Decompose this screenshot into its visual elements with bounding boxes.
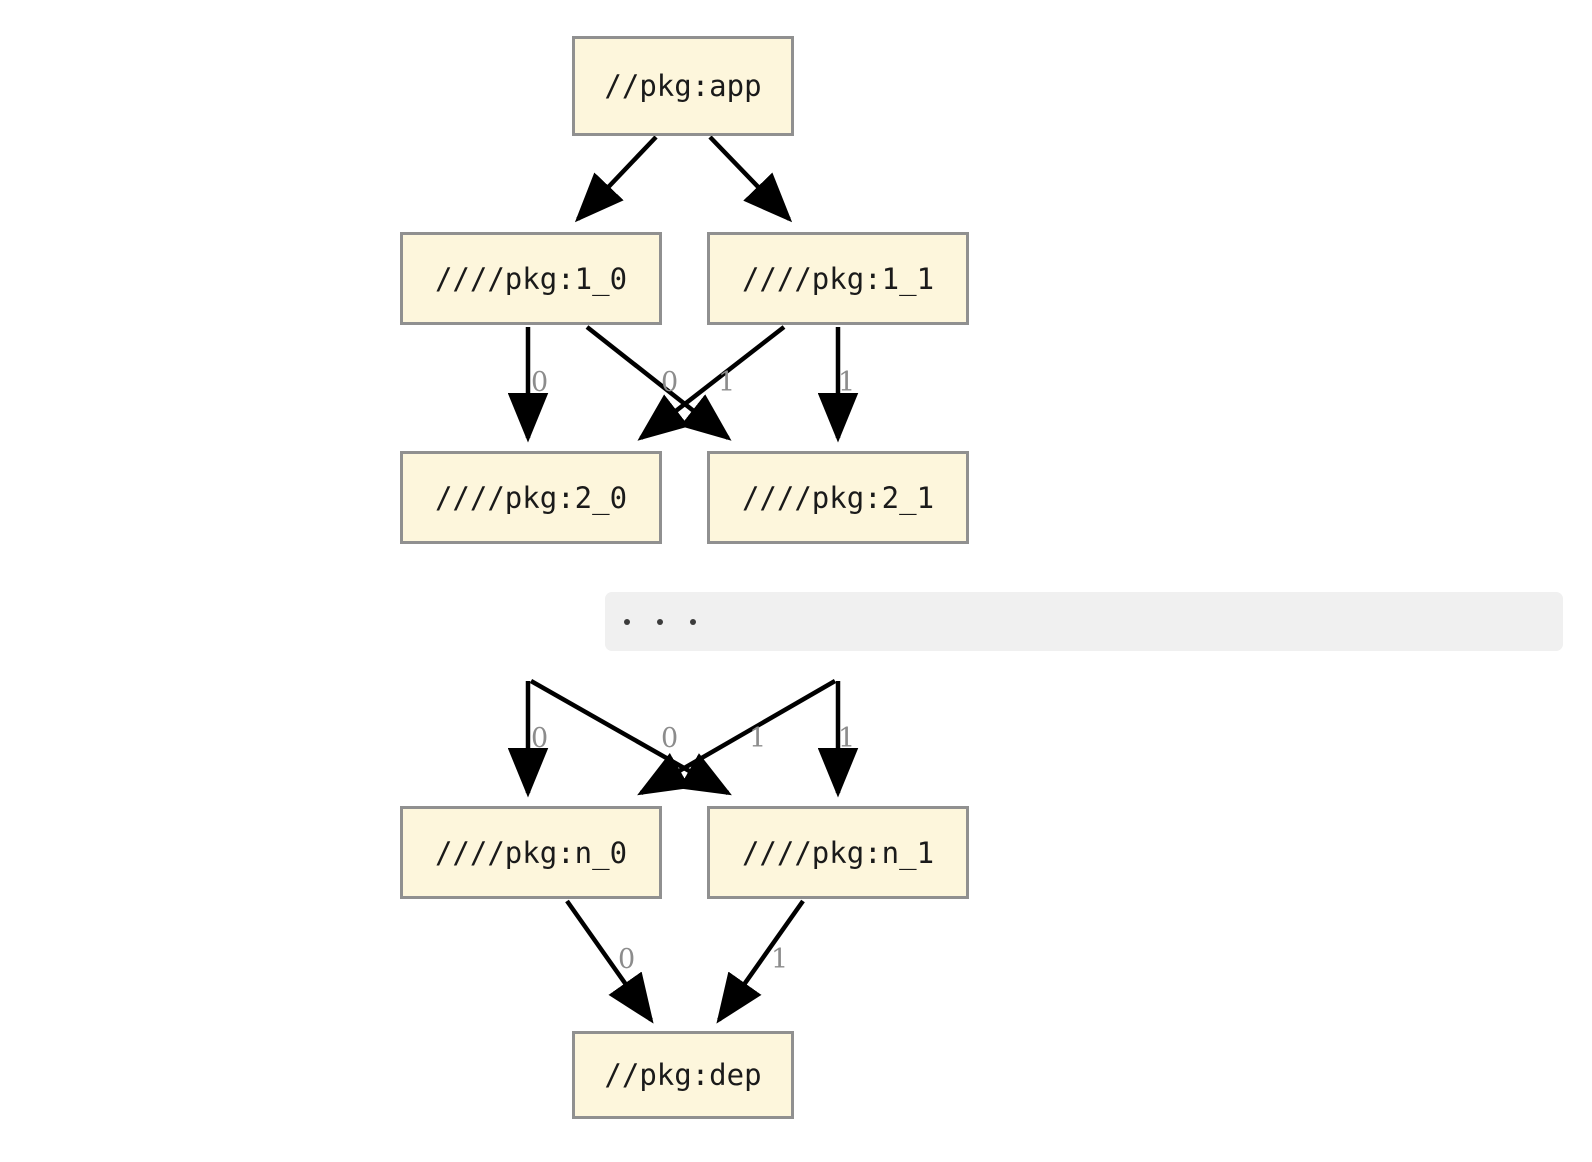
edge-app-to-1_1: [708, 135, 793, 223]
edge-elided-to-n_1-cross: [529, 679, 732, 796]
edge-1_0-to-2_1: [585, 325, 732, 441]
node-pkg-1_0-label: ////pkg:1_0: [434, 261, 628, 296]
ellipsis-dot-3: [690, 618, 696, 625]
node-app[interactable]: //pkg:app: [572, 36, 794, 136]
ellipsis-icon: [624, 618, 696, 625]
ellipsis-dot-1: [624, 618, 630, 625]
edge-label-elided-n_0-cross: 0: [661, 723, 679, 754]
edge-label-elided-n_0: 0: [531, 723, 549, 754]
edge-n_0-to-dep: [565, 899, 654, 1024]
edge-label-1_1-2_0: 0: [661, 367, 679, 398]
node-pkg-1_1[interactable]: ////pkg:1_1: [707, 232, 969, 325]
node-pkg-1_0[interactable]: ////pkg:1_0: [400, 232, 662, 325]
node-pkg-2_1[interactable]: ////pkg:2_1: [707, 451, 969, 544]
node-pkg-n_0[interactable]: ////pkg:n_0: [400, 806, 662, 899]
edge-1_1-to-2_0: [637, 325, 786, 441]
node-pkg-1_1-label: ////pkg:1_1: [741, 261, 935, 296]
elided-section-band: [605, 592, 1563, 651]
node-pkg-2_1-label: ////pkg:2_1: [741, 480, 935, 515]
edge-n_1-to-dep: [716, 899, 805, 1024]
edge-label-1_1-2_1: 1: [838, 367, 856, 398]
ellipsis-dot-2: [657, 618, 663, 625]
node-dep-label: //pkg:dep: [604, 1058, 762, 1092]
node-dep[interactable]: //pkg:dep: [572, 1031, 794, 1119]
node-pkg-n_1-label: ////pkg:n_1: [741, 835, 935, 870]
edge-label-n_0-dep: 0: [618, 944, 636, 975]
edge-label-1_0-2_0: 0: [531, 367, 549, 398]
node-pkg-2_0[interactable]: ////pkg:2_0: [400, 451, 662, 544]
node-pkg-n_0-label: ////pkg:n_0: [434, 835, 628, 870]
edge-label-elided-n_1: 1: [838, 723, 856, 754]
edge-label-n_1-dep: 1: [771, 944, 789, 975]
edge-elided-to-n_0-cross: [637, 679, 837, 796]
edge-label-1_0-2_1: 1: [718, 367, 736, 398]
node-pkg-n_1[interactable]: ////pkg:n_1: [707, 806, 969, 899]
node-pkg-2_0-label: ////pkg:2_0: [434, 480, 628, 515]
edge-app-to-1_0: [574, 135, 658, 223]
edge-label-elided-n_1-cross: 1: [749, 723, 767, 754]
node-app-label: //pkg:app: [604, 69, 762, 103]
